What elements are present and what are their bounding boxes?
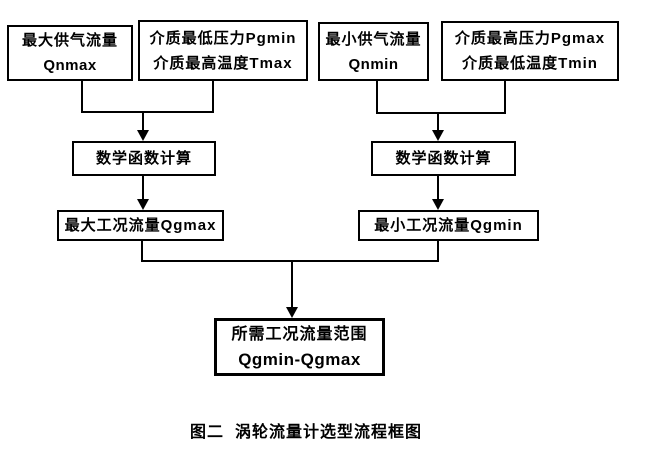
arrowhead-into-qgmax — [137, 199, 149, 210]
arrowhead-into-qgmin — [432, 199, 444, 210]
node-max-supply-flow: 最大供气流量 Qnmax — [7, 25, 133, 81]
node-label-line2: Qnmax — [43, 57, 97, 74]
node-label-line2: Qnmin — [348, 55, 399, 73]
node-math-calc-left: 数学函数计算 — [72, 141, 216, 176]
arrowhead-into-result — [286, 307, 298, 318]
node-label: 数学函数计算 — [95, 150, 192, 167]
node-max-working-flow: 最大工况流量Qgmax — [57, 210, 224, 241]
node-math-calc-right: 数学函数计算 — [371, 141, 516, 176]
arrowhead-into-calc-left — [137, 130, 149, 141]
node-label-line1: 最大供气流量 — [21, 32, 118, 49]
node-max-pressure-min-temp: 介质最高压力Pgmax 介质最低温度Tmin — [441, 21, 619, 81]
connector-right-merge — [376, 81, 506, 132]
node-label-line2: 介质最高温度Tmax — [153, 54, 293, 72]
node-label-line2: Qgmin-Qgmax — [238, 350, 361, 369]
node-label: 最大工况流量Qgmax — [64, 217, 217, 234]
node-min-working-flow: 最小工况流量Qgmin — [358, 210, 539, 241]
arrowhead-into-calc-right — [432, 130, 444, 141]
node-result-range: 所需工况流量范围 Qgmin-Qgmax — [214, 318, 385, 376]
node-min-supply-flow: 最小供气流量 Qnmin — [318, 22, 429, 81]
node-label-line1: 最小供气流量 — [325, 30, 422, 48]
connector-left-merge — [81, 80, 214, 132]
node-label-line1: 介质最低压力Pgmin — [149, 29, 297, 47]
node-min-pressure-max-temp: 介质最低压力Pgmin 介质最高温度Tmax — [138, 20, 308, 81]
connector-bottom-merge — [141, 241, 439, 309]
node-label-line1: 所需工况流量范围 — [231, 326, 368, 343]
node-label-line1: 介质最高压力Pgmax — [454, 30, 606, 47]
node-label: 最小工况流量Qgmin — [374, 217, 523, 234]
node-label-line2: 介质最低温度Tmin — [462, 55, 598, 72]
figure-caption: 图二 涡轮流量计选型流程框图 — [190, 424, 422, 441]
node-label: 数学函数计算 — [395, 150, 492, 167]
